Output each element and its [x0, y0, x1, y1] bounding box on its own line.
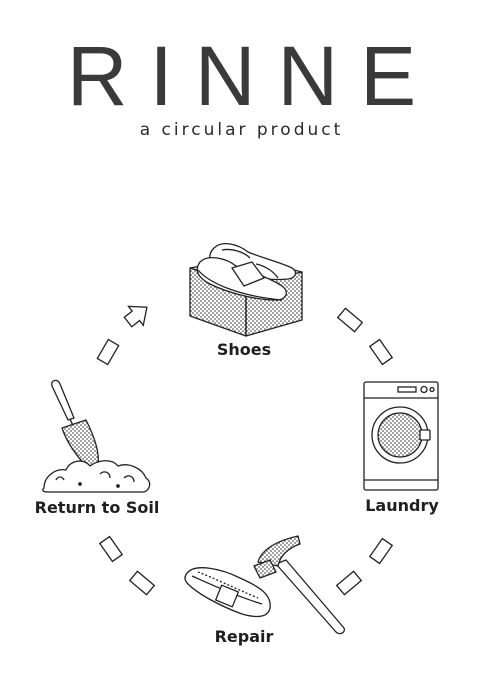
trowel-in-soil-icon [42, 379, 151, 493]
stage-label-repair: Repair [214, 627, 274, 646]
cycle-dash [98, 535, 124, 563]
stage-label-laundry: Laundry [365, 496, 439, 515]
cycle-dash [368, 338, 394, 366]
tagline: a circular product [139, 120, 344, 140]
brand-title: RINNE [66, 29, 439, 123]
stage-label-shoes: Shoes [216, 340, 272, 359]
shoes-on-box-icon [189, 242, 303, 337]
cycle-arrowhead [123, 305, 148, 328]
washing-machine-icon [363, 381, 439, 491]
shoe-and-hammer-icon [184, 535, 346, 635]
cycle-dash [335, 570, 363, 596]
cycle-dash [96, 338, 120, 366]
stage-label-return-to-soil: Return to Soil [34, 498, 160, 517]
cycle-dash [336, 307, 364, 333]
cycle-arrow-dashes [96, 305, 394, 596]
cycle-dash [128, 570, 156, 596]
cycle-dash [368, 537, 394, 565]
